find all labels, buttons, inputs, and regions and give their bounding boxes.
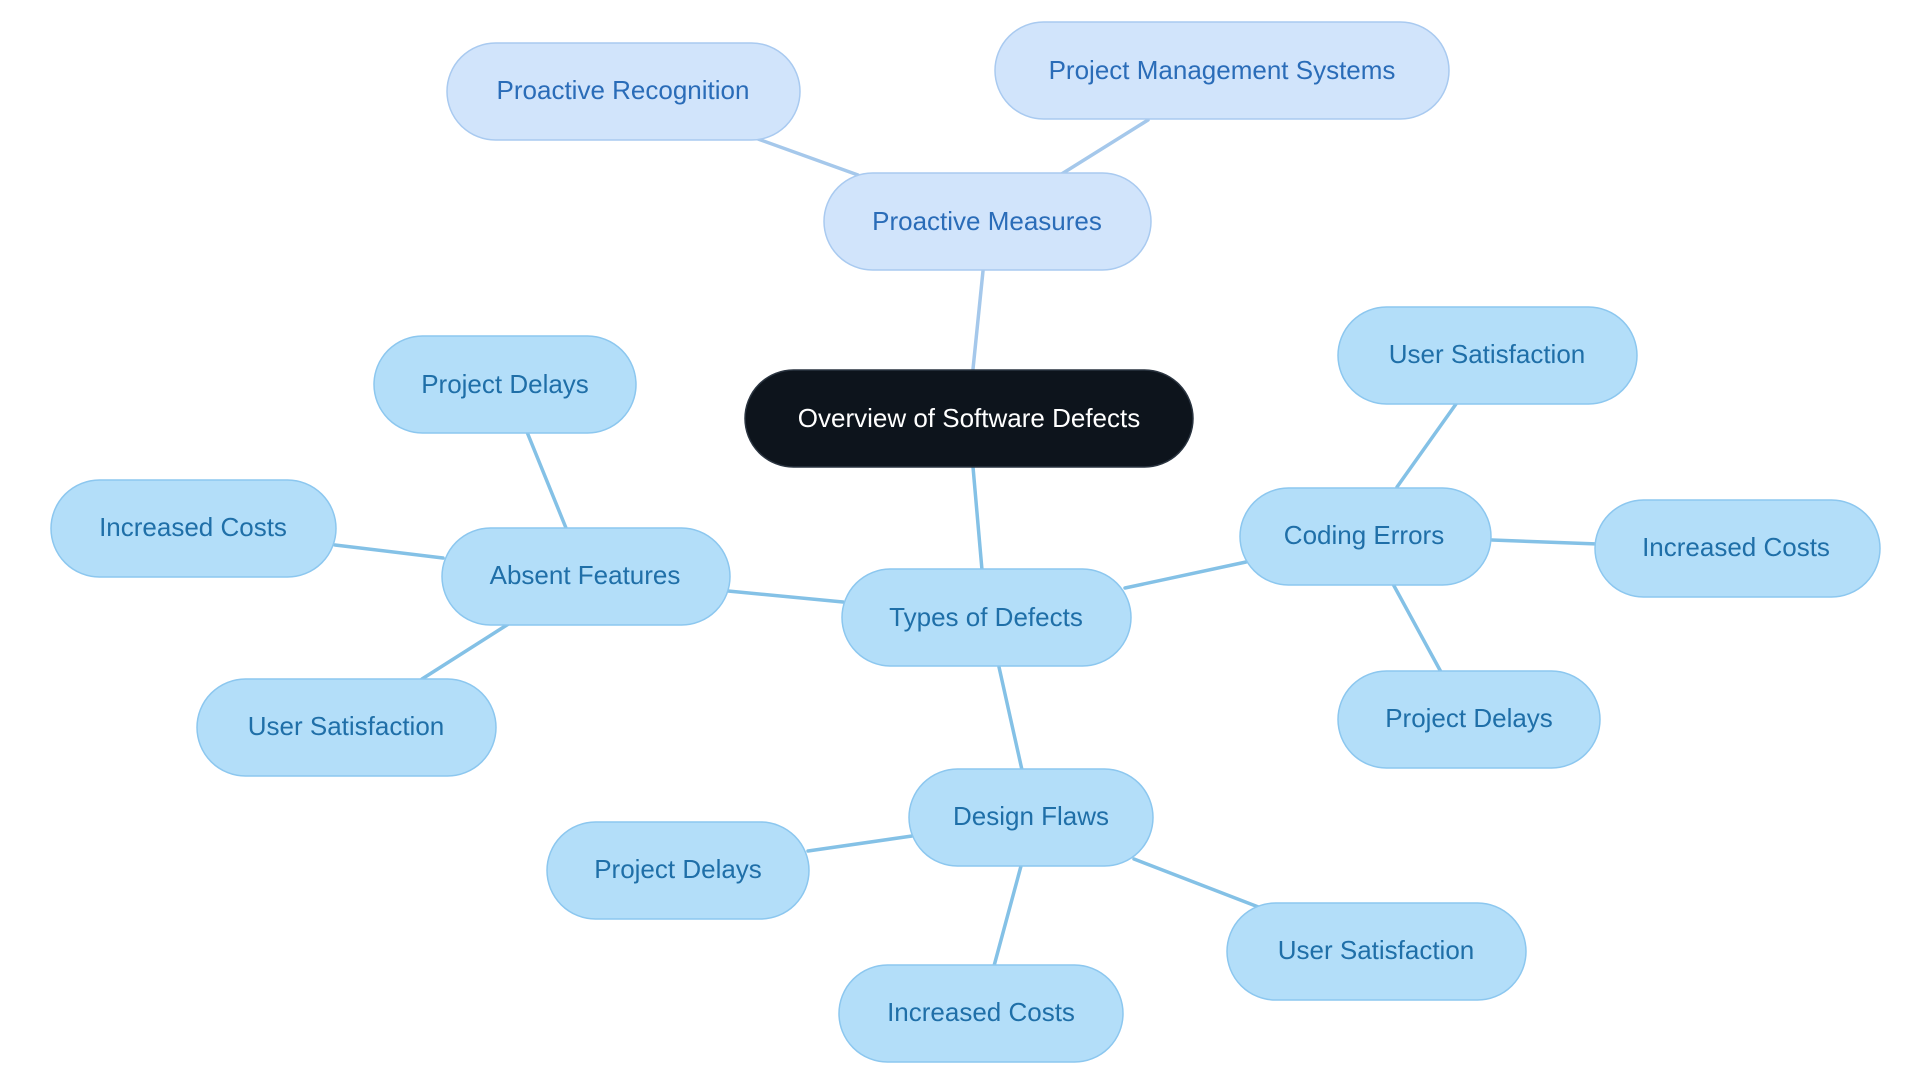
edge-proactive-measures-project-management-systems	[1058, 118, 1150, 177]
node-proactive-measures[interactable]: Proactive Measures	[823, 172, 1152, 271]
node-absent-features-box	[441, 527, 731, 626]
edge-coding-user-satisfaction	[1395, 402, 1458, 489]
node-project-management-systems-label: Project Management Systems	[1049, 55, 1396, 85]
node-coding-errors-box	[1239, 487, 1492, 586]
node-absent-features[interactable]: Absent Features	[441, 527, 731, 626]
edge-root-types-of-defects	[971, 465, 984, 572]
node-ce-project-delays[interactable]: Project Delays	[1337, 670, 1601, 769]
node-df-project-delays-label: Project Delays	[594, 854, 762, 884]
node-proactive-recognition-label: Proactive Recognition	[497, 75, 750, 105]
edge-absent-increased-costs	[333, 543, 445, 560]
node-root-box	[744, 369, 1194, 468]
edge-coding-project-delays	[1391, 582, 1443, 674]
node-df-increased-costs-box	[838, 964, 1124, 1063]
node-design-flaws-box	[908, 768, 1154, 867]
node-types-of-defects-label: Types of Defects	[889, 602, 1083, 632]
node-ce-project-delays-label: Project Delays	[1385, 703, 1553, 733]
nodes: Overview of Software Defects Proactive M…	[50, 21, 1881, 1063]
edge-design-user-satisfaction	[1132, 857, 1263, 910]
node-ce-user-satisfaction[interactable]: User Satisfaction	[1337, 306, 1638, 405]
node-proactive-recognition[interactable]: Proactive Recognition	[446, 42, 801, 141]
node-df-project-delays[interactable]: Project Delays	[546, 821, 810, 920]
node-ce-user-satisfaction-box	[1337, 306, 1638, 405]
edge-types-absent-features	[726, 589, 845, 604]
node-proactive-measures-box	[823, 172, 1152, 271]
edge-design-project-delays	[806, 834, 914, 853]
node-df-increased-costs-label: Increased Costs	[887, 997, 1075, 1027]
node-ce-increased-costs-label: Increased Costs	[1642, 532, 1830, 562]
node-project-management-systems-box	[994, 21, 1450, 120]
node-root[interactable]: Overview of Software Defects	[744, 369, 1194, 468]
node-design-flaws[interactable]: Design Flaws	[908, 768, 1154, 867]
node-af-user-satisfaction[interactable]: User Satisfaction	[196, 678, 497, 777]
node-types-of-defects[interactable]: Types of Defects	[841, 568, 1132, 667]
node-af-project-delays-box	[373, 335, 637, 434]
node-absent-features-label: Absent Features	[490, 560, 681, 590]
edge-absent-user-satisfaction	[420, 621, 512, 681]
node-af-user-satisfaction-label: User Satisfaction	[248, 711, 445, 741]
node-af-project-delays-label: Project Delays	[421, 369, 589, 399]
node-coding-errors[interactable]: Coding Errors	[1239, 487, 1492, 586]
node-coding-errors-label: Coding Errors	[1284, 520, 1444, 550]
edge-types-coding-errors	[1123, 560, 1248, 590]
node-ce-project-delays-box	[1337, 670, 1601, 769]
node-df-increased-costs[interactable]: Increased Costs	[838, 964, 1124, 1063]
node-ce-increased-costs[interactable]: Increased Costs	[1594, 499, 1881, 598]
node-df-user-satisfaction[interactable]: User Satisfaction	[1226, 902, 1527, 1001]
connections	[333, 118, 1600, 968]
node-af-increased-costs[interactable]: Increased Costs	[50, 479, 337, 578]
node-df-user-satisfaction-box	[1226, 902, 1527, 1001]
node-df-project-delays-box	[546, 821, 810, 920]
node-af-user-satisfaction-box	[196, 678, 497, 777]
node-proactive-recognition-box	[446, 42, 801, 141]
node-af-increased-costs-box	[50, 479, 337, 578]
node-types-of-defects-box	[841, 568, 1132, 667]
node-af-increased-costs-label: Increased Costs	[99, 512, 287, 542]
edge-types-design-flaws	[997, 665, 1024, 772]
node-df-user-satisfaction-label: User Satisfaction	[1278, 935, 1475, 965]
edge-coding-increased-costs	[1490, 538, 1600, 546]
node-af-project-delays[interactable]: Project Delays	[373, 335, 637, 434]
node-project-management-systems[interactable]: Project Management Systems	[994, 21, 1450, 120]
node-proactive-measures-label: Proactive Measures	[872, 206, 1102, 236]
edge-root-proactive-measures	[971, 269, 985, 371]
edge-proactive-measures-proactive-recognition	[756, 137, 860, 177]
node-design-flaws-label: Design Flaws	[953, 801, 1109, 831]
node-ce-user-satisfaction-label: User Satisfaction	[1389, 339, 1586, 369]
node-root-label: Overview of Software Defects	[798, 403, 1140, 433]
edge-design-increased-costs	[992, 864, 1023, 968]
node-ce-increased-costs-box	[1594, 499, 1881, 598]
edge-absent-project-delays	[525, 430, 568, 530]
